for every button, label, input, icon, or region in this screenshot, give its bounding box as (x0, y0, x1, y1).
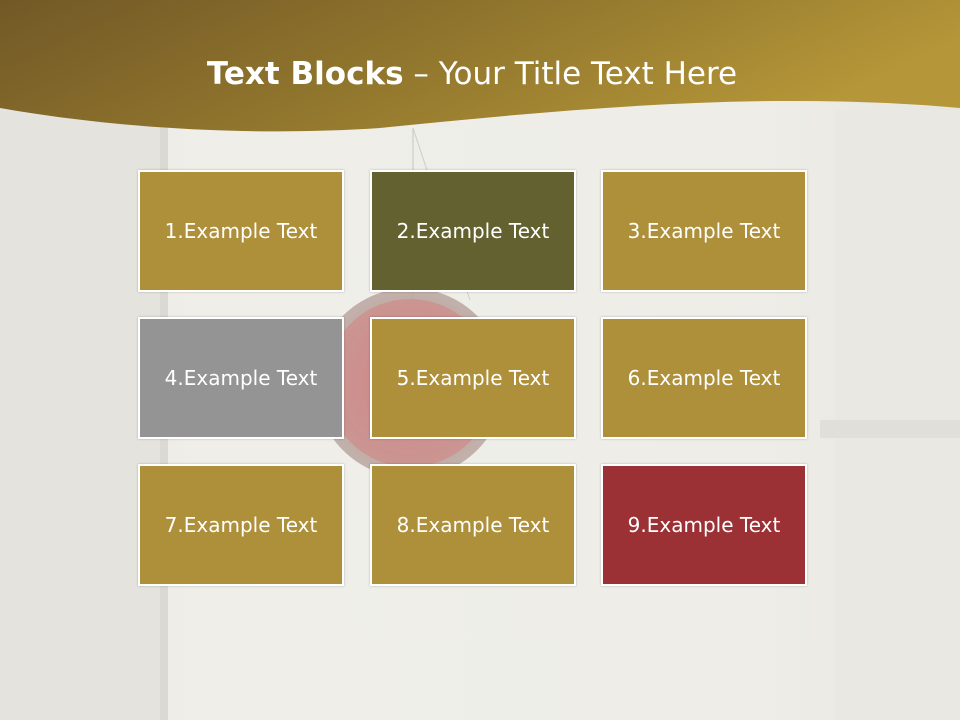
title-bold: Text Blocks (206, 56, 404, 92)
title-banner (0, 0, 960, 132)
text-block-label: 7.Example Text (164, 513, 318, 537)
title-separator: – (403, 56, 439, 92)
text-block-4: 4.Example Text (138, 317, 344, 439)
text-block-label: 2.Example Text (396, 219, 550, 243)
text-block-label: 5.Example Text (396, 366, 550, 390)
door-right-panel (835, 110, 960, 720)
text-block-label: 6.Example Text (627, 366, 781, 390)
text-block-label: 9.Example Text (627, 513, 781, 537)
text-block-9: 9.Example Text (601, 464, 807, 586)
text-block-3: 3.Example Text (601, 170, 807, 292)
door-left-edge (0, 110, 165, 720)
title-rest: Your Title Text Here (438, 56, 738, 92)
text-block-7: 7.Example Text (138, 464, 344, 586)
text-block-5: 5.Example Text (370, 317, 576, 439)
page-title: Text Blocks – Your Title Text Here (0, 52, 944, 96)
text-block-label: 4.Example Text (164, 366, 318, 390)
text-block-label: 3.Example Text (627, 219, 781, 243)
text-block-2: 2.Example Text (370, 170, 576, 292)
text-block-label: 8.Example Text (396, 513, 550, 537)
text-block-6: 6.Example Text (601, 317, 807, 439)
text-block-8: 8.Example Text (370, 464, 576, 586)
text-block-1: 1.Example Text (138, 170, 344, 292)
text-block-label: 1.Example Text (164, 219, 318, 243)
